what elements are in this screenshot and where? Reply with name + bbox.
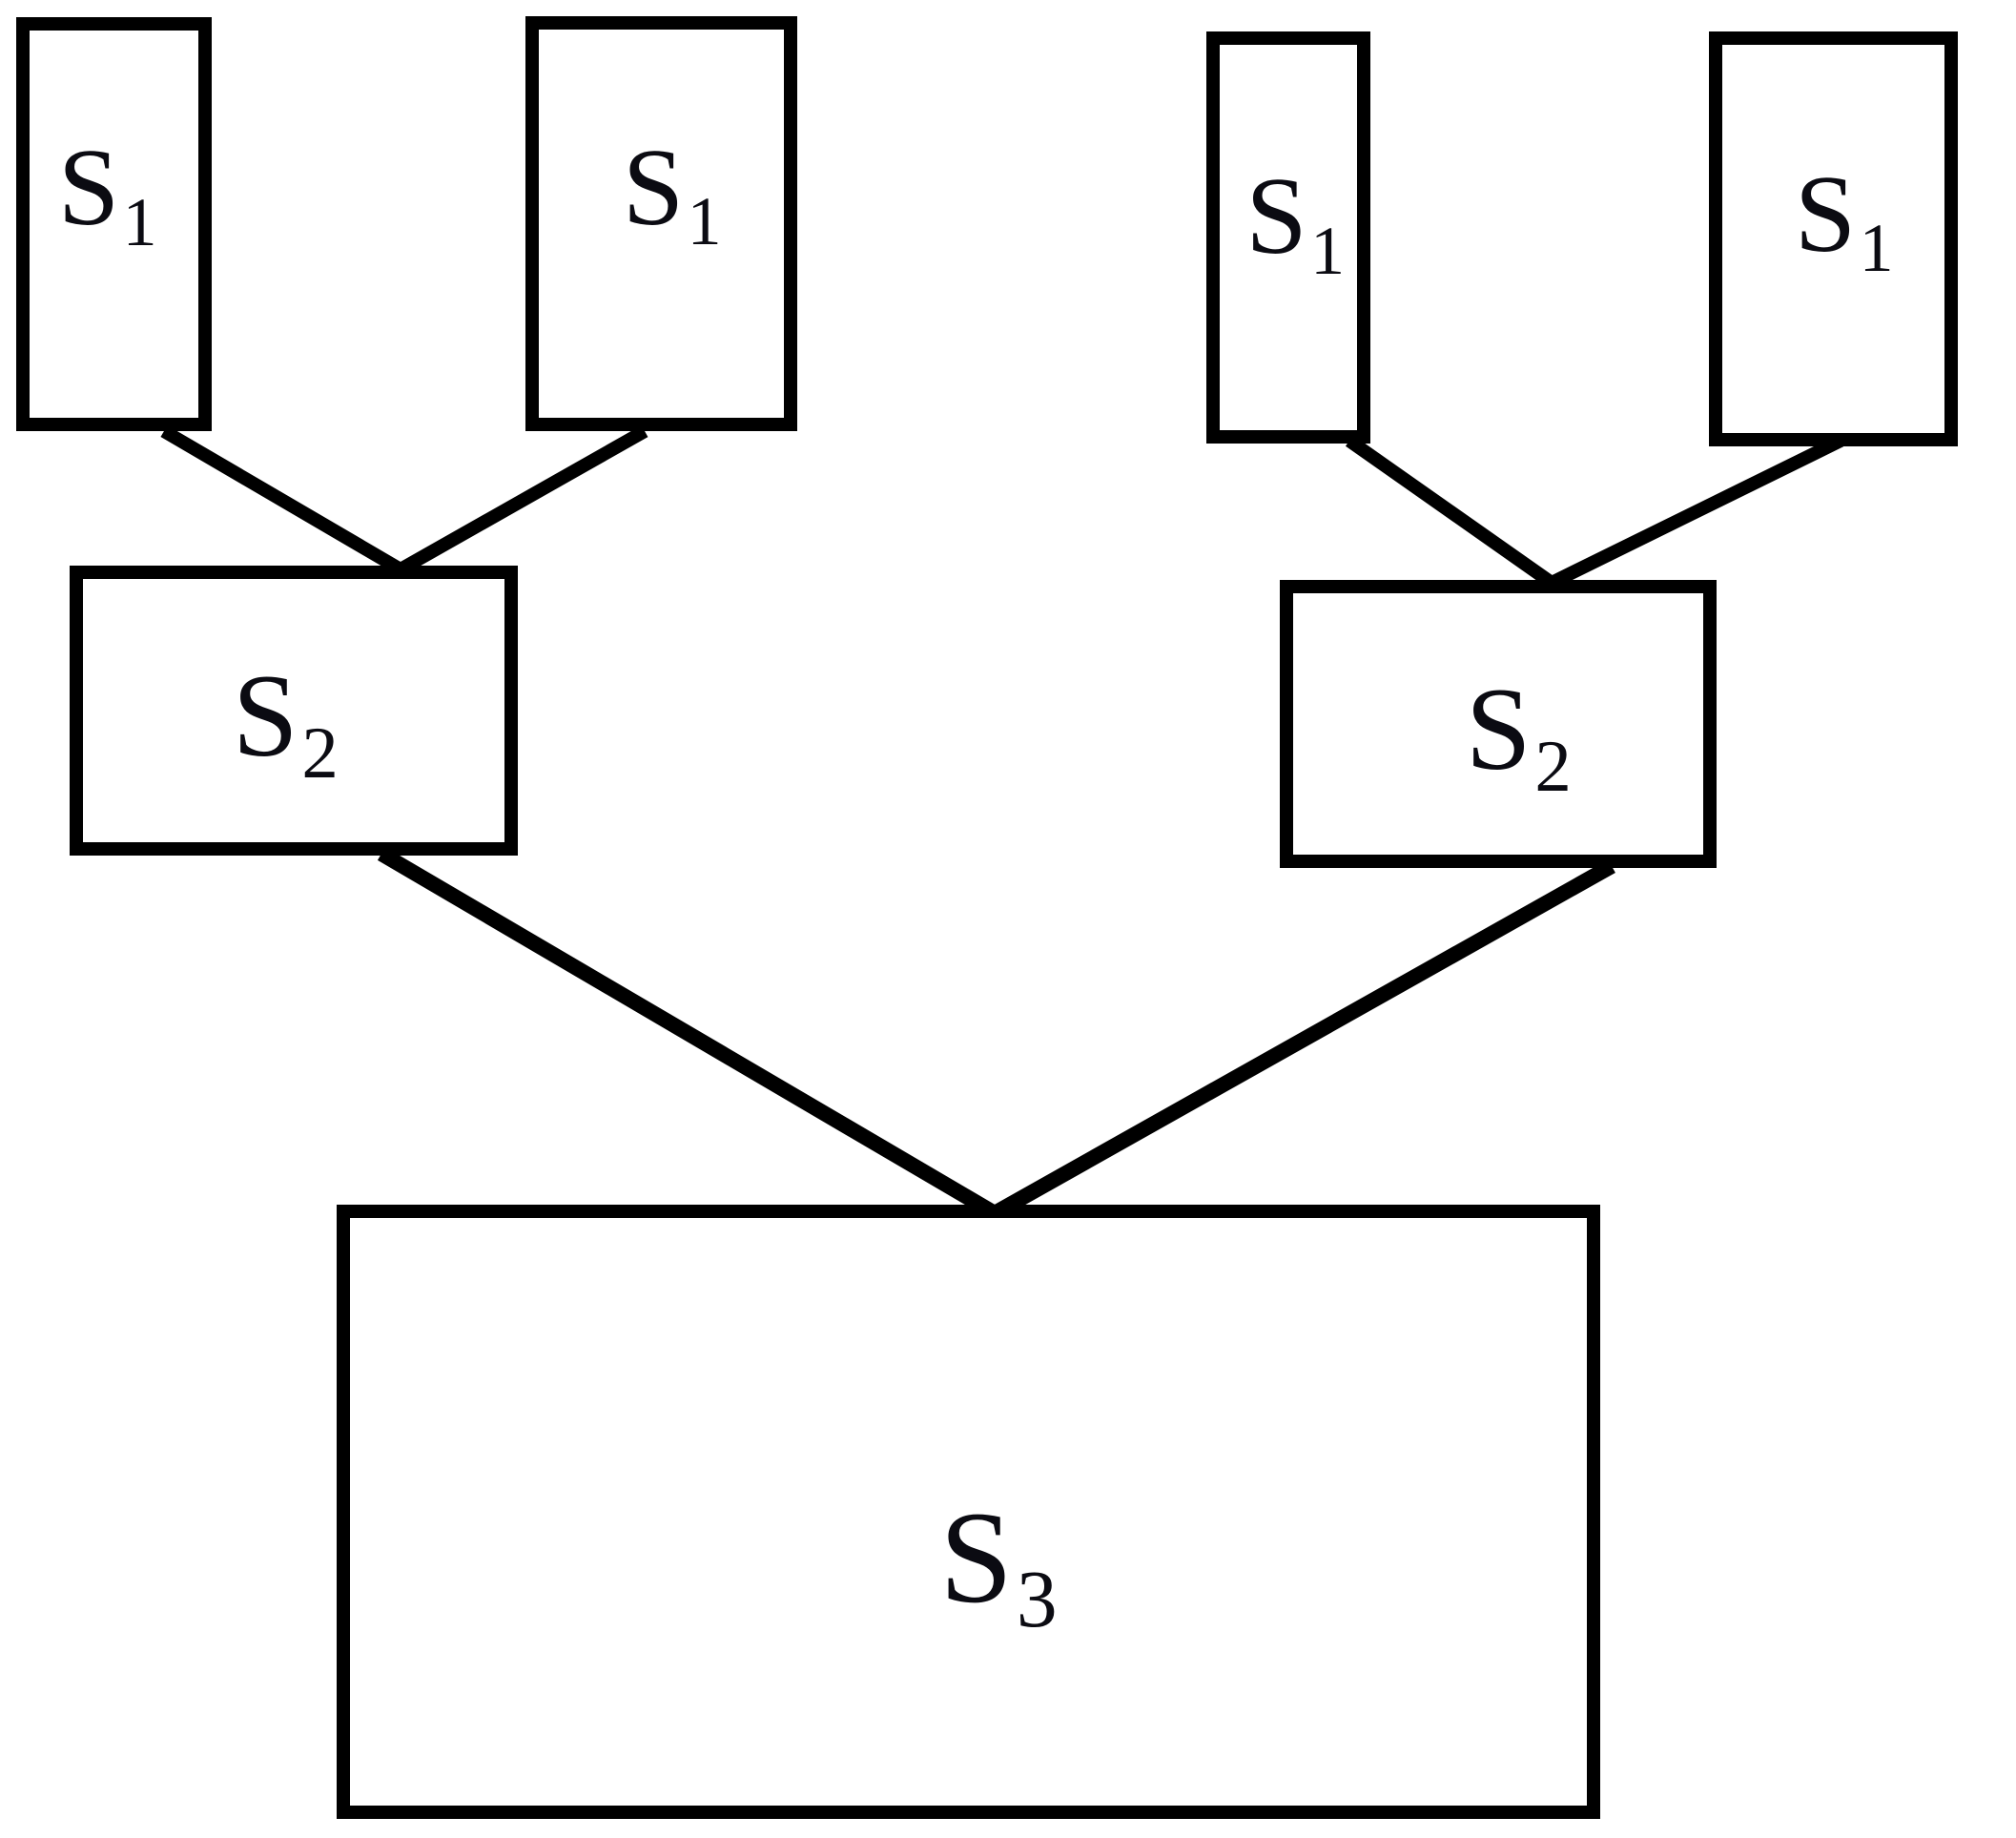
node-box-s2-left[interactable]: S2 xyxy=(70,566,518,856)
node-label-s2-left: S2 xyxy=(233,657,339,791)
node-label-subscript: 1 xyxy=(1859,210,1895,287)
connector-line xyxy=(1548,434,1844,589)
node-label-base: S xyxy=(57,127,120,249)
node-label-base: S xyxy=(1245,155,1308,278)
node-box-s1-c[interactable]: S1 xyxy=(1206,31,1370,444)
node-label-subscript: 2 xyxy=(301,712,339,795)
node-label-s1-a: S1 xyxy=(58,133,157,257)
node-box-s1-a[interactable]: S1 xyxy=(16,17,212,431)
node-label-base: S xyxy=(1465,664,1533,795)
connector-line xyxy=(377,847,999,1220)
node-label-subscript: 1 xyxy=(122,183,158,260)
node-label-subscript: 3 xyxy=(1016,1553,1059,1644)
connector-line xyxy=(991,859,1615,1220)
connector-line xyxy=(160,424,404,576)
node-label-subscript: 2 xyxy=(1534,726,1573,808)
node-label-s1-d: S1 xyxy=(1795,159,1894,283)
node-box-s3[interactable]: S3 xyxy=(337,1205,1600,1819)
node-label-s1-b: S1 xyxy=(623,133,722,257)
connector-line xyxy=(397,424,648,576)
edges-group xyxy=(160,424,1844,1220)
node-label-s1-c: S1 xyxy=(1245,161,1345,285)
node-label-base: S xyxy=(622,126,685,249)
connector-line xyxy=(1345,435,1556,589)
node-label-base: S xyxy=(1794,153,1857,276)
node-box-s2-right[interactable]: S2 xyxy=(1280,580,1717,868)
node-label-s3: S3 xyxy=(939,1492,1057,1640)
node-box-s1-d[interactable]: S1 xyxy=(1709,31,1958,446)
node-label-s2-right: S2 xyxy=(1466,671,1572,804)
node-label-subscript: 1 xyxy=(1310,212,1346,289)
node-label-base: S xyxy=(232,651,299,781)
node-label-subscript: 1 xyxy=(687,183,723,260)
node-label-base: S xyxy=(939,1484,1014,1630)
node-box-s1-b[interactable]: S1 xyxy=(525,16,797,431)
